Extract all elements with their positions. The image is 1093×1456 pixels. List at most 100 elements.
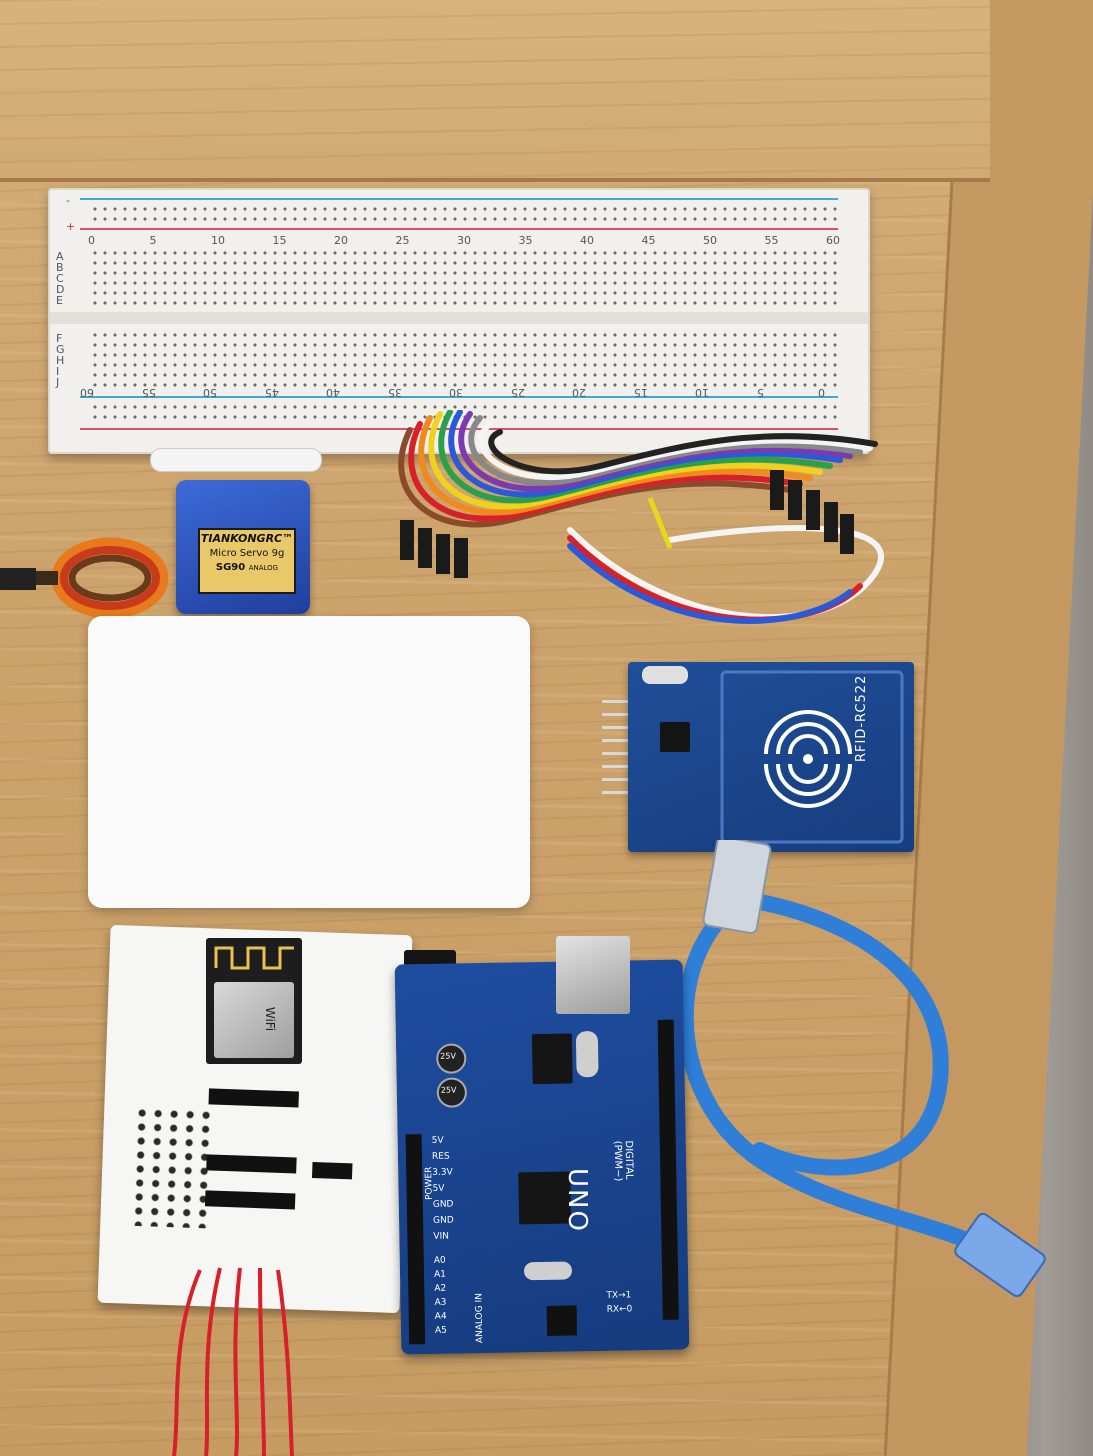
wifi-label: WiFi	[263, 1006, 278, 1032]
power-analog-header	[405, 1134, 426, 1345]
jumper-wire-bundle	[398, 410, 884, 624]
digital-header	[657, 1019, 679, 1320]
terminal-holes-top	[90, 248, 838, 306]
analog-in-label: ANALOG IN	[474, 1292, 486, 1344]
bb-rows-top-4: E	[56, 294, 63, 307]
usb-serial-chip	[531, 1033, 573, 1085]
center-channel	[50, 312, 868, 324]
uno-power-pins-1: RES	[431, 1151, 450, 1162]
rfid-crystal	[642, 666, 688, 684]
bb-rows-top-3: D	[56, 283, 65, 296]
bb-top-nums-7: 35	[518, 234, 533, 247]
uno-power-pins-3: 5V	[432, 1183, 445, 1194]
uno-analog-pins-4: A4	[434, 1311, 447, 1322]
capacitor-2-label: 25V	[440, 1085, 457, 1095]
bb-bottom-nums-3: 45	[264, 386, 279, 399]
bb-bottom-nums-2: 50	[203, 386, 217, 399]
rx-label: RX←0	[606, 1304, 633, 1315]
bb-bottom-nums-4: 40	[326, 386, 340, 399]
terminal-holes-bottom	[90, 330, 838, 388]
bb-bottom-nums-9: 15	[633, 386, 648, 399]
rfid-pin-header	[602, 700, 630, 800]
bb-top-nums-4: 20	[334, 234, 348, 247]
bb-top-nums-0: 0	[88, 234, 95, 247]
rail-red-bottom	[80, 428, 838, 430]
uno-power-pins-6: VIN	[433, 1231, 450, 1242]
rail-blue-top	[80, 198, 838, 200]
uno-power-pins-0: 5V	[431, 1135, 444, 1146]
bb-top-nums-8: 40	[580, 234, 594, 247]
servo-model: Micro Servo 9g	[209, 548, 285, 559]
servo-brand: TIANKONGRC™	[200, 532, 294, 545]
uno-power-pins-5: GND	[433, 1215, 454, 1226]
bb-bottom-nums-5: 35	[387, 386, 402, 399]
bb-top-nums-11: 55	[764, 234, 779, 247]
esp-shield-can: WiFi	[214, 982, 294, 1058]
esp-antenna-trace	[214, 946, 294, 970]
rfid-chip	[660, 722, 690, 752]
shield-pin-grid	[130, 1105, 215, 1229]
uno-analog-pins-5: A5	[434, 1325, 447, 1336]
bb-rows-bottom-1: G	[56, 343, 65, 356]
shield-header-3	[204, 1190, 296, 1210]
rfid-card-white	[88, 616, 530, 908]
rail-minus-label: -	[66, 194, 70, 207]
rfid-antenna	[720, 670, 904, 844]
uno-analog-pins-1: A1	[433, 1269, 447, 1280]
red-jumper-wires	[172, 1267, 294, 1456]
servo-part: SG90 ANALOG	[215, 562, 279, 573]
shield-header-4	[311, 1162, 353, 1180]
shield-header-2	[206, 1154, 297, 1174]
power-rail-holes-bottom	[90, 402, 838, 422]
bb-top-nums-3: 15	[272, 234, 287, 247]
uno-power-pins-4: GND	[432, 1199, 454, 1210]
uno-analog-pins-0: A0	[433, 1255, 446, 1266]
shield-header-1	[208, 1088, 299, 1108]
rail-blue-bottom	[80, 396, 838, 398]
usb-b-jack	[556, 936, 630, 1014]
upper-table-board	[0, 0, 990, 182]
arduino-uno-board: 25V 25V POWER ANALOG IN DIGITAL (PWM~) T…	[394, 959, 690, 1355]
rfid-label: RFID-RC522	[854, 674, 869, 762]
uno-label: UNO	[562, 1168, 592, 1233]
rail-plus-label: +	[66, 220, 76, 233]
crystal-oscillator-2	[523, 1261, 573, 1281]
bb-top-nums-12: 60	[826, 234, 840, 247]
tx-label: TX→1	[606, 1290, 632, 1301]
uno-power-pins-2: 3.3V	[432, 1167, 453, 1178]
bb-bottom-nums-12: 0	[818, 386, 825, 399]
bb-rows-top-2: C	[56, 272, 64, 285]
bb-bottom-nums-11: 5	[756, 386, 764, 399]
usb-cable	[677, 840, 1046, 1298]
digital-label: DIGITAL (PWM~)	[611, 1140, 635, 1182]
uno-analog-pins-3: A3	[434, 1297, 447, 1308]
rfid-module	[628, 662, 914, 852]
bb-bottom-nums-6: 30	[449, 386, 463, 399]
servo-cable	[0, 537, 169, 619]
bb-bottom-nums-10: 10	[695, 386, 709, 399]
crystal-oscillator	[575, 1031, 599, 1078]
bb-top-nums-10: 50	[703, 234, 717, 247]
bb-bottom-nums-8: 20	[572, 386, 586, 399]
bb-rows-bottom-3: I	[56, 365, 60, 378]
capacitor-1-label: 25V	[440, 1051, 456, 1061]
bb-bottom-nums-0: 60	[80, 386, 94, 399]
bb-top-nums-9: 45	[641, 234, 656, 247]
icsp-header	[546, 1305, 578, 1336]
bb-rows-top-0: A	[56, 250, 64, 263]
bb-top-nums-6: 30	[457, 234, 471, 247]
servo-sticker: TIANKONGRC™ Micro Servo 9g SG90 ANALOG	[198, 528, 296, 594]
bb-top-nums-1: 5	[149, 234, 157, 247]
servo-horn	[150, 448, 322, 472]
bb-rows-bottom-4: J	[56, 376, 60, 389]
bb-top-nums-5: 25	[395, 234, 410, 247]
bb-rows-bottom-0: F	[56, 332, 63, 345]
power-rail-holes-top	[90, 204, 838, 224]
bb-top-nums-2: 10	[211, 234, 225, 247]
bb-bottom-nums-7: 25	[510, 386, 525, 399]
uno-analog-pins-2: A2	[434, 1283, 447, 1294]
bb-bottom-nums-1: 55	[141, 386, 156, 399]
bb-rows-bottom-2: H	[56, 354, 65, 367]
